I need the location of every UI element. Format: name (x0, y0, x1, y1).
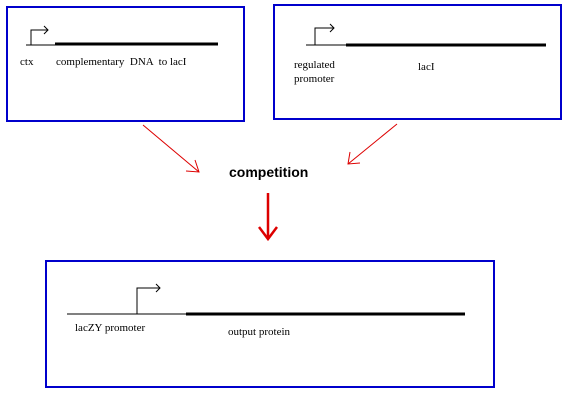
box-lacI-construct (273, 4, 562, 120)
arrow-down-to-output-icon (258, 193, 278, 242)
ctx-promoter-arrow-icon (30, 25, 49, 45)
arrow-right-to-competition-icon (347, 123, 398, 165)
regulated-label-line1: regulated (294, 59, 335, 71)
box-output-construct (45, 260, 495, 388)
complementary-dna-label: complementary DNA to lacI (56, 56, 187, 68)
regulated-label-line2: promoter (294, 73, 335, 85)
competition-label: competition (229, 164, 309, 180)
lacZY-promoter-arrow-icon (136, 283, 161, 314)
ctx-promoter-label: ctx (20, 56, 34, 68)
lacZY-promoter-label: lacZY promoter (75, 322, 146, 334)
box-ctx-construct (6, 6, 245, 122)
output-protein-label: output protein (228, 326, 291, 338)
lacI-gene-label: lacI (418, 61, 435, 73)
regulated-promoter-arrow-icon (314, 23, 335, 45)
arrow-left-to-competition-icon (142, 124, 200, 173)
